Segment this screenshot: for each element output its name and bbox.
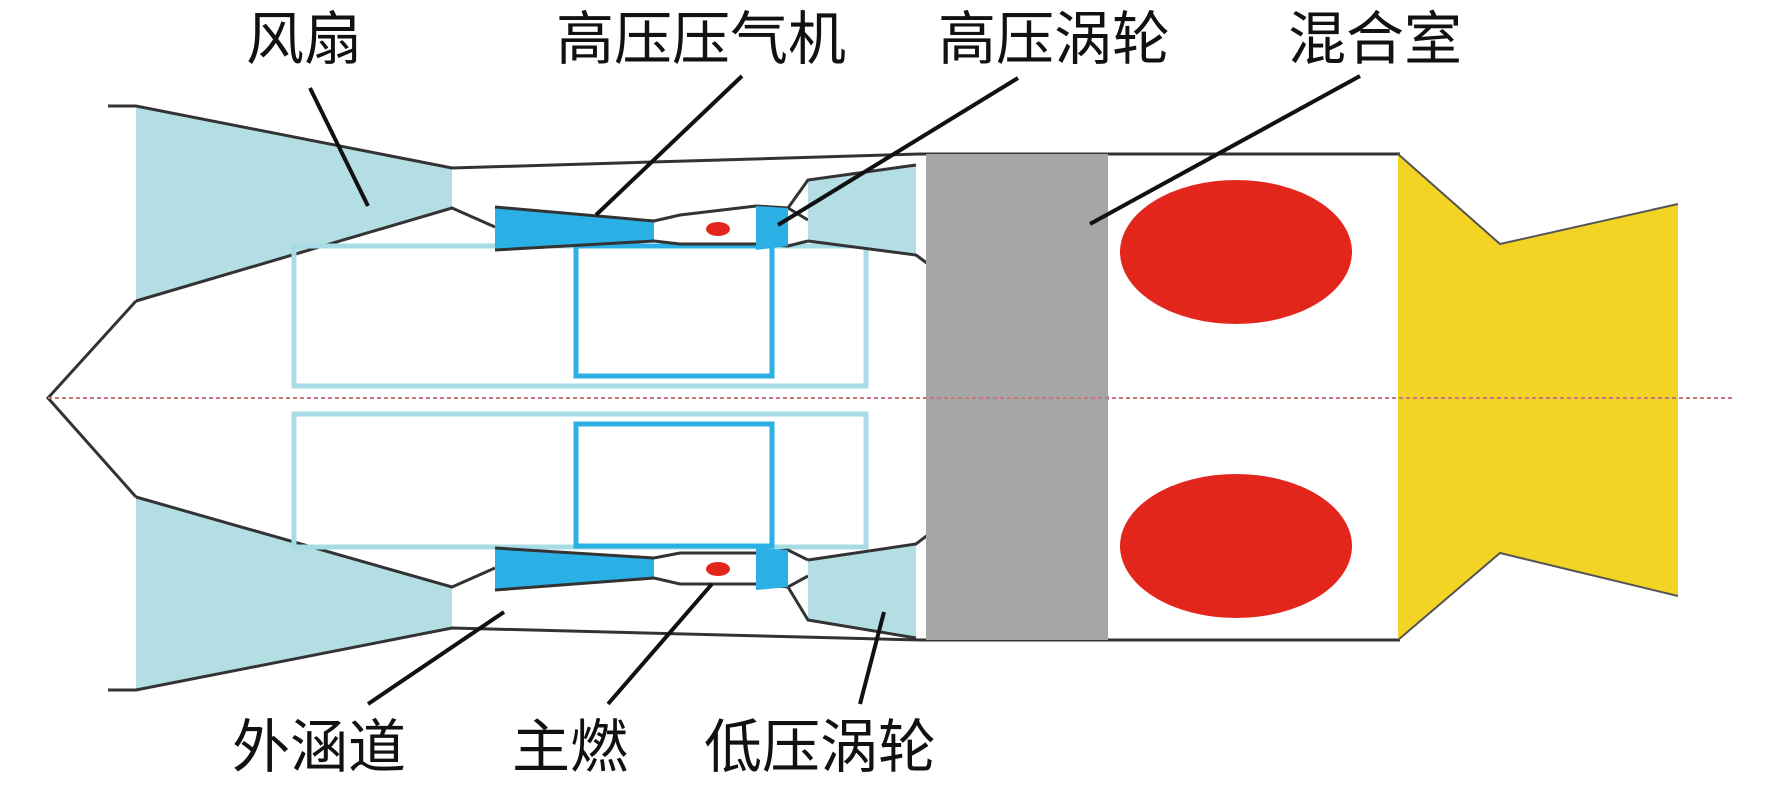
high-pressure-shaft-frame-upper: [573, 243, 775, 379]
label-hp-compressor: 高压压气机: [556, 5, 847, 73]
high-pressure-shaft-frame-lower: [573, 421, 775, 549]
combustor-upper-outline: [494, 204, 809, 223]
combustor-upper-inner: [494, 239, 809, 252]
lp-turbine-upper: [808, 165, 916, 255]
label-fan: 风扇: [246, 5, 363, 73]
afterburner-flame-lower: [1120, 474, 1352, 618]
fan-blade-upper: [136, 106, 452, 301]
leader-mixing-chamber: [1089, 74, 1361, 226]
combustor-lower-inner: [494, 546, 809, 562]
lp-turbine-lower: [808, 544, 916, 638]
leader-fan: [308, 87, 370, 207]
low-pressure-shaft-frame-upper: [291, 243, 869, 389]
main-burner-flame-upper: [706, 222, 730, 236]
hp-turbine-upper: [756, 206, 788, 250]
leader-lp-turbine: [858, 611, 886, 705]
exhaust-nozzle: [1398, 154, 1678, 640]
label-hp-turbine: 高压涡轮: [938, 5, 1171, 73]
combustor-lower-outline: [494, 574, 809, 592]
leader-main-burner: [606, 582, 714, 706]
mixing-chamber-lower: [926, 398, 1108, 640]
label-bypass-duct: 外涵道: [232, 713, 407, 781]
nozzle-outline-lower: [1397, 551, 1679, 641]
fan-hub-outline-upper: [135, 206, 496, 303]
fan-blade-lower: [136, 497, 452, 690]
leader-hp-turbine: [776, 76, 1020, 227]
mixing-chamber-upper: [926, 156, 1108, 398]
label-main-burner: 主燃: [512, 713, 629, 781]
afterburner-flame-upper: [1120, 180, 1352, 324]
lp-turbine-outline-upper: [786, 163, 917, 209]
hp-turbine-lower: [756, 548, 788, 590]
label-mixing-chamber: 混合室: [1288, 5, 1463, 73]
leader-bypass-duct: [366, 610, 506, 706]
low-pressure-shaft-frame-lower: [291, 411, 869, 550]
main-burner-flame-lower: [706, 562, 730, 576]
nozzle-outline: [1397, 153, 1679, 246]
fan-hub-outline-lower: [135, 495, 496, 589]
label-lp-turbine: 低压涡轮: [704, 713, 937, 781]
leader-hp-compressor: [594, 74, 744, 217]
